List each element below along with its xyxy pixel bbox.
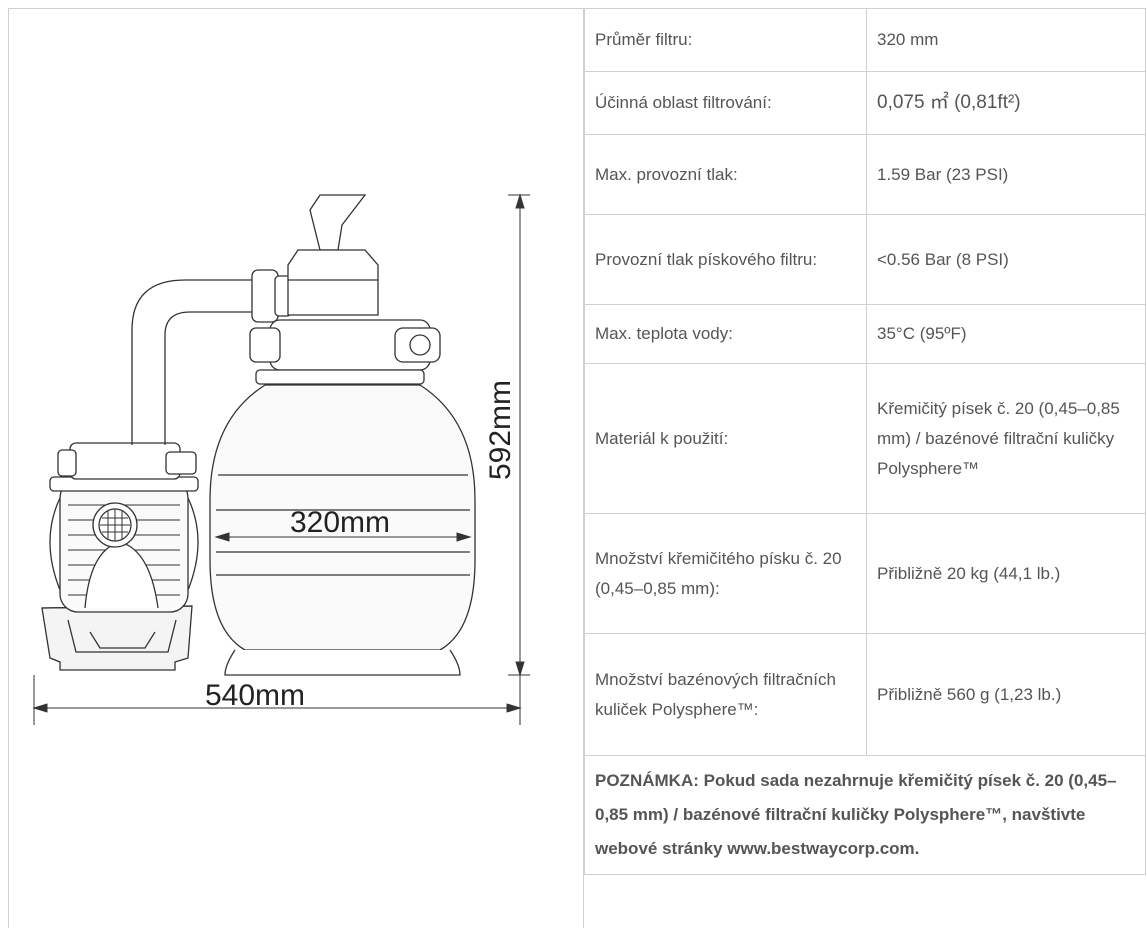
table-row: Max. provozní tlak: 1.59 Bar (23 PSI) [584,134,1146,215]
spec-label: Max. teplota vody: [584,304,867,364]
height-label: 592mm [484,380,517,480]
spec-label: Množství bazénových filtračních kuliček … [584,633,867,756]
tank-width-dimension [214,532,472,542]
table-row: Množství bazénových filtračních kuliček … [584,633,1146,756]
spec-value: Křemičitý písek č. 20 (0,45–0,85 mm) / b… [866,363,1146,514]
total-width-dimension [32,675,522,725]
table-row: Průměr filtru: 320 mm [584,8,1146,72]
spec-value: Přibližně 560 g (1,23 lb.) [866,633,1146,756]
pump-grille [92,502,138,548]
table-row: Materiál k použití: Křemičitý písek č. 2… [584,363,1146,514]
spec-value: 35°C (95ºF) [866,304,1146,364]
note-row: POZNÁMKA: Pokud sada nezahrnuje křemičit… [584,755,1146,875]
table-row: Provozní tlak pískového filtru: <0.56 Ba… [584,214,1146,305]
height-dimension [508,193,530,677]
spec-value: 1.59 Bar (23 PSI) [866,134,1146,215]
spec-label: Množství křemičitého písku č. 20 (0,45–0… [584,513,867,634]
spec-label: Účinná oblast filtrování: [584,71,867,135]
spec-value: <0.56 Bar (8 PSI) [866,214,1146,305]
spec-label: Provozní tlak pískového filtru: [584,214,867,305]
specifications-table: Průměr filtru: 320 mm Účinná oblast filt… [584,8,1146,875]
table-row: Množství křemičitého písku č. 20 (0,45–0… [584,513,1146,634]
spec-value: 0,075 ㎡ (0,81ft²) [866,71,1146,135]
spec-value: 320 mm [866,8,1146,72]
note-text: POZNÁMKA: Pokud sada nezahrnuje křemičit… [584,755,1146,875]
total-width-label: 540mm [205,679,305,712]
connecting-pipe [131,269,292,445]
pump-body [49,442,199,613]
diagram-cell [8,8,584,928]
pump-base [41,605,193,671]
spec-label: Materiál k použití: [584,363,867,514]
sand-filter-diagram: 592mm 320mm 540mm [32,193,530,725]
filter-tank [209,384,476,676]
page-frame [8,8,1145,928]
tank-width-label: 320mm [290,506,390,539]
spec-label: Průměr filtru: [584,8,867,72]
table-row: Účinná oblast filtrování: 0,075 ㎡ (0,81f… [584,71,1146,135]
table-row: Max. teplota vody: 35°C (95ºF) [584,304,1146,364]
spec-value: Přibližně 20 kg (44,1 lb.) [866,513,1146,634]
spec-label: Max. provozní tlak: [584,134,867,215]
multiport-valve [249,194,441,385]
